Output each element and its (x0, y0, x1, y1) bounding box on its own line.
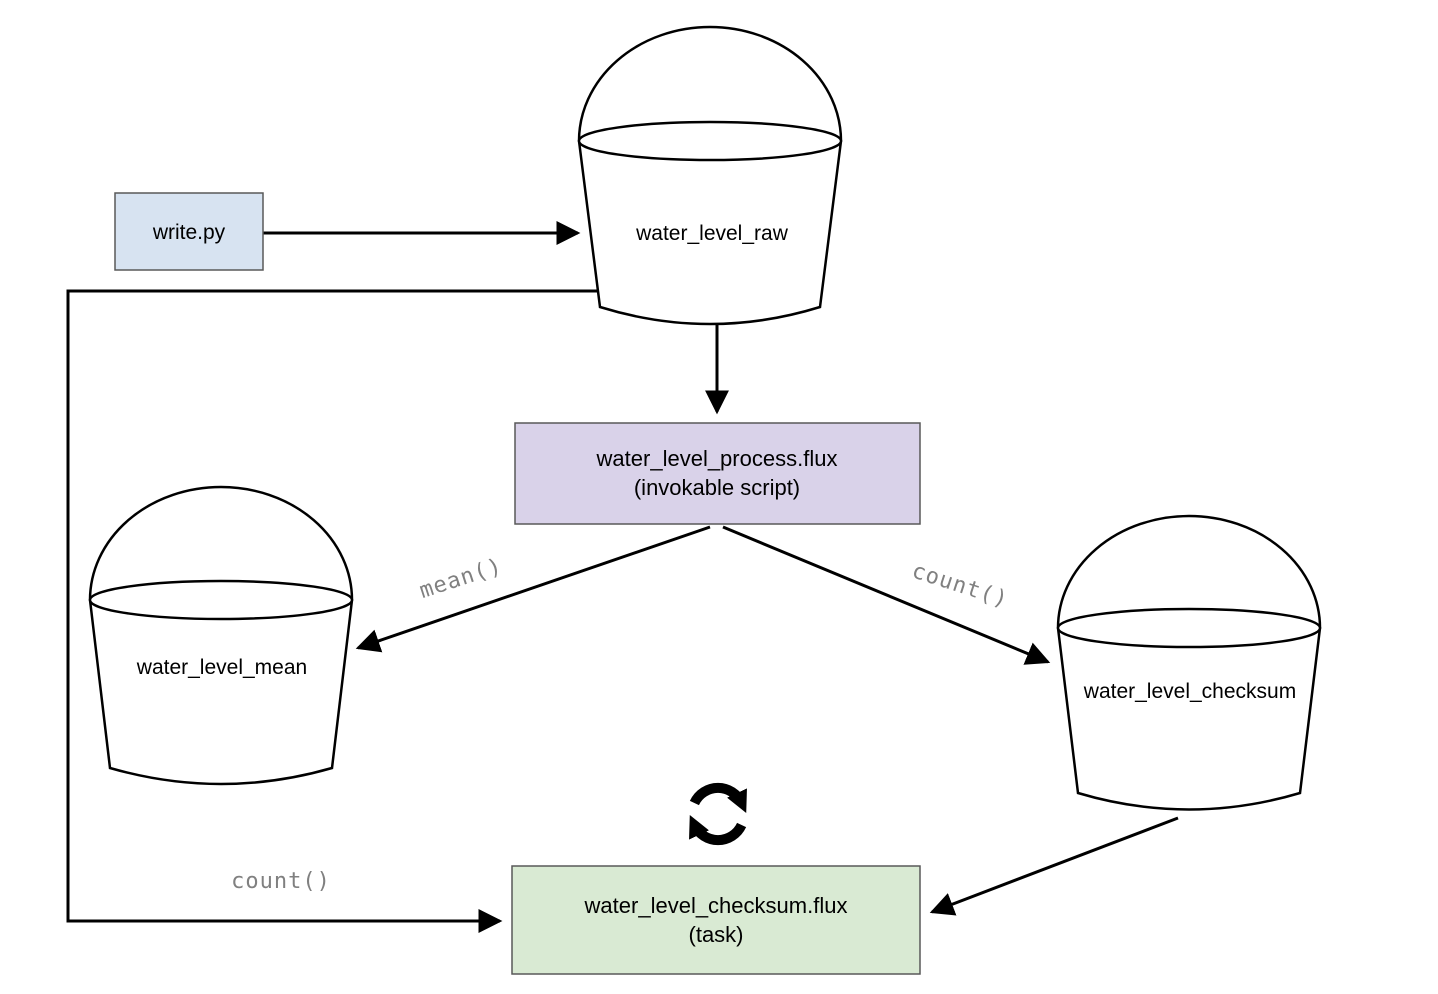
sync-icon-top-arc (689, 782, 747, 813)
bucket-mean-rim (88, 579, 354, 621)
bucket-checksum-label: water_level_checksum (1083, 680, 1296, 703)
node-write-script: write.py (114, 192, 264, 271)
node-task: water_level_checksum.flux (task) (511, 865, 921, 975)
bucket-checksum-body (1056, 627, 1322, 811)
bucket-raw-dome (577, 25, 843, 142)
bucket-water-level-checksum: water_level_checksum (1056, 514, 1322, 811)
bucket-checksum-dome (1056, 514, 1322, 629)
bucket-mean-label: water_level_mean (136, 656, 307, 679)
bucket-mean-body (88, 599, 354, 786)
write-box-label: write.py (152, 221, 226, 244)
bucket-mean-dome (88, 485, 354, 601)
bucket-checksum-rim (1056, 607, 1322, 649)
process-box-subtitle: (invokable script) (634, 475, 800, 500)
sync-icon-bottom-arc (689, 815, 747, 846)
task-box-title: water_level_checksum.flux (584, 893, 848, 918)
edge-label-count-left: count() (231, 869, 331, 894)
write-box (114, 192, 264, 271)
edge-process-to-mean (355, 525, 711, 653)
bucket-raw-rim (577, 120, 843, 162)
node-process-script: water_level_process.flux (invokable scri… (514, 422, 921, 525)
edge-raw-to-task-count (66, 289, 598, 933)
process-box-title: water_level_process.flux (596, 446, 838, 471)
task-box-subtitle: (task) (689, 922, 744, 947)
edge-checksum-to-task (929, 816, 1179, 916)
bucket-water-level-mean: water_level_mean (88, 485, 354, 786)
task-box (511, 865, 921, 975)
bucket-water-level-raw: water_level_raw (577, 25, 843, 326)
edge-label-mean: mean() (416, 554, 505, 604)
process-box (514, 422, 921, 525)
edge-process-to-checksum (722, 525, 1051, 665)
bucket-raw-label: water_level_raw (635, 222, 789, 245)
sync-icon (689, 782, 747, 846)
edges (66, 221, 1179, 933)
edge-label-count-right: count() (909, 559, 1012, 614)
bucket-raw-body (577, 140, 843, 326)
